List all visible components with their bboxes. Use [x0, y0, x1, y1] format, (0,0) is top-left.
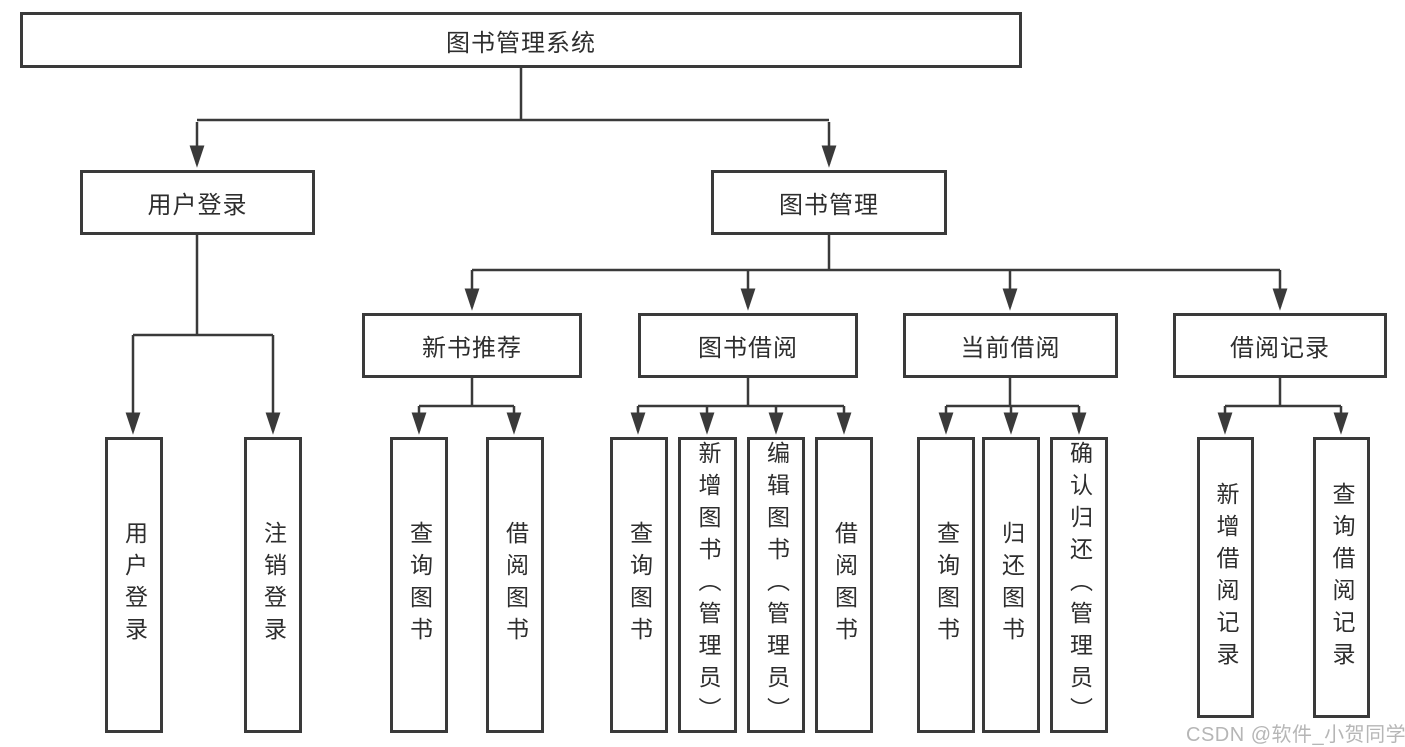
leaf-records-query-borrow-record: 查询借阅记录 [1313, 437, 1370, 718]
leaf-current-query-books: 查询图书 [917, 437, 975, 733]
leaf-logout: 注销登录 [244, 437, 302, 733]
leaf-borrowing-query-books: 查询图书 [610, 437, 668, 733]
leaf-user-login: 用户登录 [105, 437, 163, 733]
leaf-label: 查询图书 [626, 521, 653, 649]
leaf-current-confirm-return-admin: 确认归还（管理员） [1050, 437, 1108, 733]
leaf-label: 借阅图书 [502, 521, 529, 649]
leaf-newbooks-query-books: 查询图书 [390, 437, 448, 733]
leaf-label: 查询图书 [933, 521, 960, 649]
node-label: 用户登录 [147, 192, 248, 219]
leaf-label: 新增图书（管理员） [695, 441, 721, 729]
leaf-label: 确认归还（管理员） [1066, 441, 1093, 729]
leaf-label: 用户登录 [121, 521, 148, 649]
leaf-current-return-books: 归还图书 [982, 437, 1040, 733]
leaf-label: 归还图书 [998, 521, 1025, 649]
leaf-borrowing-add-books-admin: 新增图书（管理员） [678, 437, 737, 733]
node-borrowing-records: 借阅记录 [1173, 313, 1387, 378]
leaf-label: 查询借阅记录 [1329, 481, 1355, 674]
leaf-borrowing-edit-books-admin: 编辑图书（管理员） [747, 437, 805, 733]
node-user-login: 用户登录 [80, 170, 315, 235]
csdn-watermark: CSDN @软件_小贺同学 [1186, 724, 1405, 746]
leaf-label: 查询图书 [406, 521, 433, 649]
leaf-newbooks-borrow-books: 借阅图书 [486, 437, 544, 733]
node-label: 图书管理系统 [446, 29, 596, 57]
node-book-management: 图书管理 [711, 170, 947, 235]
node-label: 图书管理 [779, 192, 879, 219]
node-label: 当前借阅 [960, 335, 1061, 362]
node-label: 新书推荐 [422, 335, 522, 362]
node-book-borrowing: 图书借阅 [638, 313, 858, 378]
node-new-book-recommendation: 新书推荐 [362, 313, 582, 378]
node-current-borrowing: 当前借阅 [903, 313, 1118, 378]
node-label: 借阅记录 [1230, 335, 1330, 362]
leaf-label: 注销登录 [260, 521, 287, 649]
leaf-label: 新增借阅记录 [1213, 481, 1239, 674]
leaf-label: 借阅图书 [831, 521, 858, 649]
node-library-management-system: 图书管理系统 [20, 12, 1022, 68]
leaf-label: 编辑图书（管理员） [763, 441, 790, 729]
leaf-records-add-borrow-record: 新增借阅记录 [1197, 437, 1254, 718]
node-label: 图书借阅 [698, 335, 798, 362]
leaf-borrowing-borrow-books: 借阅图书 [815, 437, 873, 733]
